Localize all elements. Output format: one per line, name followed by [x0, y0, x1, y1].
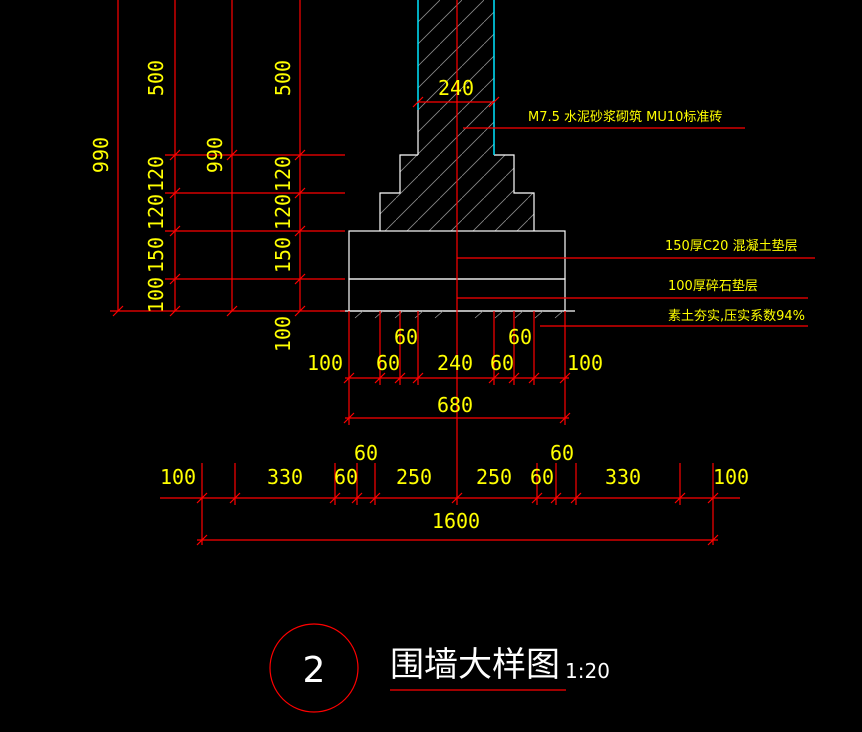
- dim-text: 120: [144, 194, 168, 230]
- plan-dimensions: 60 60 100 330 60 250 250 60 330 100 1600: [160, 441, 749, 546]
- dim-text: 60: [508, 325, 532, 349]
- dim-text: 990: [203, 137, 227, 173]
- dim-text: 100: [307, 351, 343, 375]
- dim-text: 100: [271, 316, 295, 352]
- dim-text: 60: [334, 465, 358, 489]
- dim-text: 500: [144, 60, 168, 96]
- dim-text: 240: [437, 351, 473, 375]
- vertical-dimension-lines: [110, 0, 345, 317]
- note-gravel-layer: 100厚碎石垫层: [668, 278, 758, 294]
- dim-text: 100: [160, 465, 196, 489]
- drawing-number: 2: [303, 650, 326, 691]
- dim-text: 120: [271, 194, 295, 230]
- dim-text: 100: [144, 277, 168, 313]
- dim-text: 330: [267, 465, 303, 489]
- dim-text: 100: [567, 351, 603, 375]
- footing-outline: [379, 154, 535, 231]
- dim-text: 250: [396, 465, 432, 489]
- vertical-dimension-texts: 990 500 120 120 150 100 990 500 120 120 …: [89, 60, 295, 352]
- dim-text: 500: [271, 60, 295, 96]
- drawing-title-block: 2 围墙大样图 1:20: [269, 623, 610, 713]
- dim-text: 150: [144, 237, 168, 273]
- note-wall-material: M7.5 水泥砂浆砌筑 MU10标准砖: [528, 109, 722, 125]
- dim-text: 60: [376, 351, 400, 375]
- dim-text: 60: [394, 325, 418, 349]
- material-notes: M7.5 水泥砂浆砌筑 MU10标准砖 150厚C20 混凝土垫层 100厚碎石…: [457, 109, 815, 327]
- dim-text: 60: [530, 465, 554, 489]
- dim-text: 150: [271, 237, 295, 273]
- dim-text: 330: [605, 465, 641, 489]
- dim-wall-width: 240: [438, 76, 474, 100]
- dim-text: 250: [476, 465, 512, 489]
- dim-text: 680: [437, 393, 473, 417]
- dim-text: 60: [550, 441, 574, 465]
- dim-text: 1600: [432, 509, 480, 533]
- footing-dimensions: 60 60 100 60 240 60 100 680: [307, 311, 603, 425]
- note-soil: 素土夯实,压实系数94%: [668, 309, 805, 324]
- dim-text: 60: [490, 351, 514, 375]
- dim-text: 990: [89, 137, 113, 173]
- dim-text: 120: [271, 156, 295, 192]
- drawing-scale: 1:20: [565, 659, 610, 683]
- drawing-title: 围墙大样图: [390, 645, 560, 685]
- dim-text: 60: [354, 441, 378, 465]
- dim-text: 100: [713, 465, 749, 489]
- drawing-number-circle: [269, 623, 359, 713]
- note-concrete-layer: 150厚C20 混凝土垫层: [665, 238, 798, 254]
- dim-text: 120: [144, 156, 168, 192]
